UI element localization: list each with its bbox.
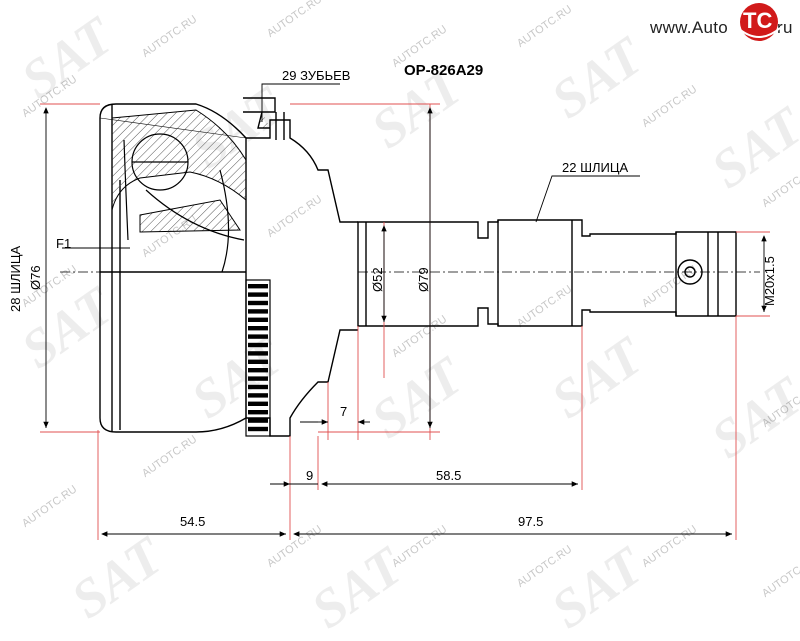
brand-logo-icon	[737, 3, 781, 41]
abs-tooth	[248, 368, 268, 373]
housing-neck	[243, 97, 358, 437]
abs-tooth	[248, 292, 268, 297]
ball-cage	[123, 133, 245, 273]
outer-diameter-label: Ø76	[28, 265, 43, 290]
brand-prefix: www.Auto	[650, 18, 728, 37]
inner-splines-label: 28 ШЛИЦА	[8, 245, 23, 312]
abs-tooth	[248, 300, 268, 306]
abs-tooth	[248, 359, 268, 364]
teeth-label: 29 ЗУБЬЕВ	[282, 68, 351, 83]
abs-tone-ring	[245, 279, 271, 437]
technical-drawing	[40, 83, 770, 540]
flange-label: F1	[56, 236, 72, 251]
abs-tooth	[248, 326, 268, 331]
stub-shaft-length-dim: 58.5	[436, 468, 462, 483]
part-number: OP-826A29	[404, 62, 484, 79]
abs-tooth	[248, 410, 268, 415]
dimension-lines	[43, 83, 767, 537]
abs-tooth	[248, 401, 268, 406]
housing-diameter-label: Ø79	[416, 267, 431, 292]
abs-tooth	[248, 284, 268, 289]
abs-ring-width-dim: 7	[340, 404, 348, 419]
outer-splines-label: 22 ШЛИЦА	[562, 160, 629, 175]
abs-tooth	[248, 342, 268, 348]
abs-tooth	[248, 418, 268, 423]
abs-tooth	[248, 351, 268, 356]
shaft-diameter-label: Ø52	[370, 267, 385, 292]
section-hatch	[111, 109, 247, 233]
brand-logo-text: TC	[743, 8, 773, 33]
abs-tooth	[248, 426, 268, 432]
bell-to-shoulder-dim: 9	[306, 468, 314, 483]
abs-tooth	[248, 309, 268, 314]
total-length-dim: 97.5	[518, 514, 544, 529]
abs-tooth	[248, 376, 268, 381]
abs-tooth	[248, 317, 268, 322]
stub-shaft	[60, 219, 760, 327]
abs-tooth	[248, 384, 268, 390]
thread-label: M20x1.5	[762, 256, 777, 306]
abs-tooth	[248, 393, 268, 398]
abs-tooth	[248, 334, 268, 339]
housing-length-dim: 54.5	[180, 514, 206, 529]
